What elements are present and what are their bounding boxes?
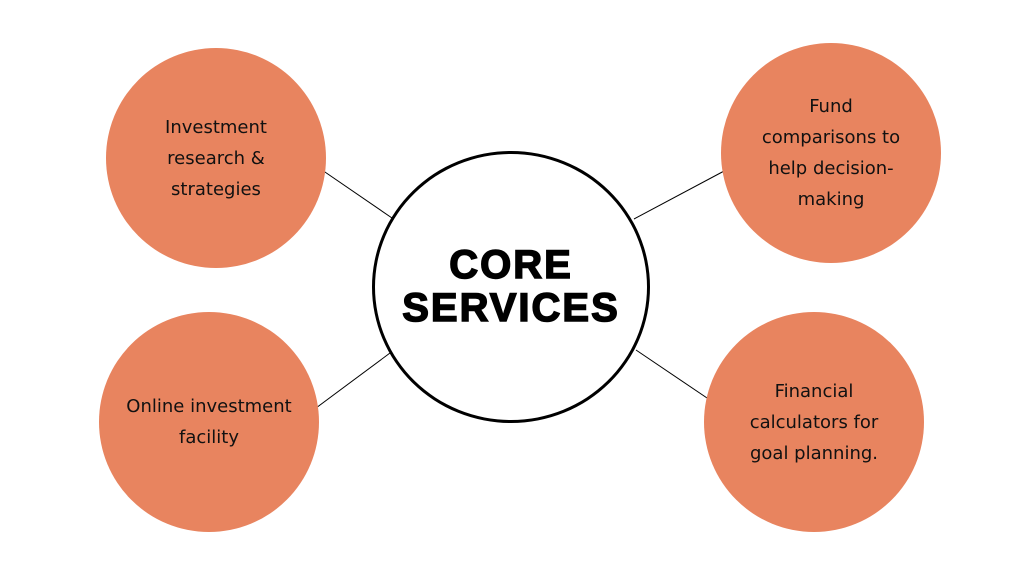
connector-bottom-right: [635, 349, 711, 401]
connector-top-left: [321, 169, 393, 219]
node-online-investment: Online investment facility: [99, 312, 319, 532]
connector-bottom-left: [315, 352, 391, 409]
node-label: Fund comparisons to help decision-making: [761, 96, 901, 210]
node-fund-comparisons: Fund comparisons to help decision-making: [721, 43, 941, 263]
center-title-line1: CORE: [448, 243, 573, 288]
node-label: Financial calculators for goal planning.: [749, 380, 879, 464]
connector-top-right: [633, 169, 727, 220]
center-title-line2: SERVICES: [401, 286, 620, 331]
node-label: Online investment facility: [126, 396, 292, 448]
center-circle: CORE SERVICES: [372, 151, 650, 423]
node-investment-research: Investment research & strategies: [106, 48, 326, 268]
node-label: Investment research & strategies: [165, 116, 267, 200]
node-financial-calculators: Financial calculators for goal planning.: [704, 312, 924, 532]
